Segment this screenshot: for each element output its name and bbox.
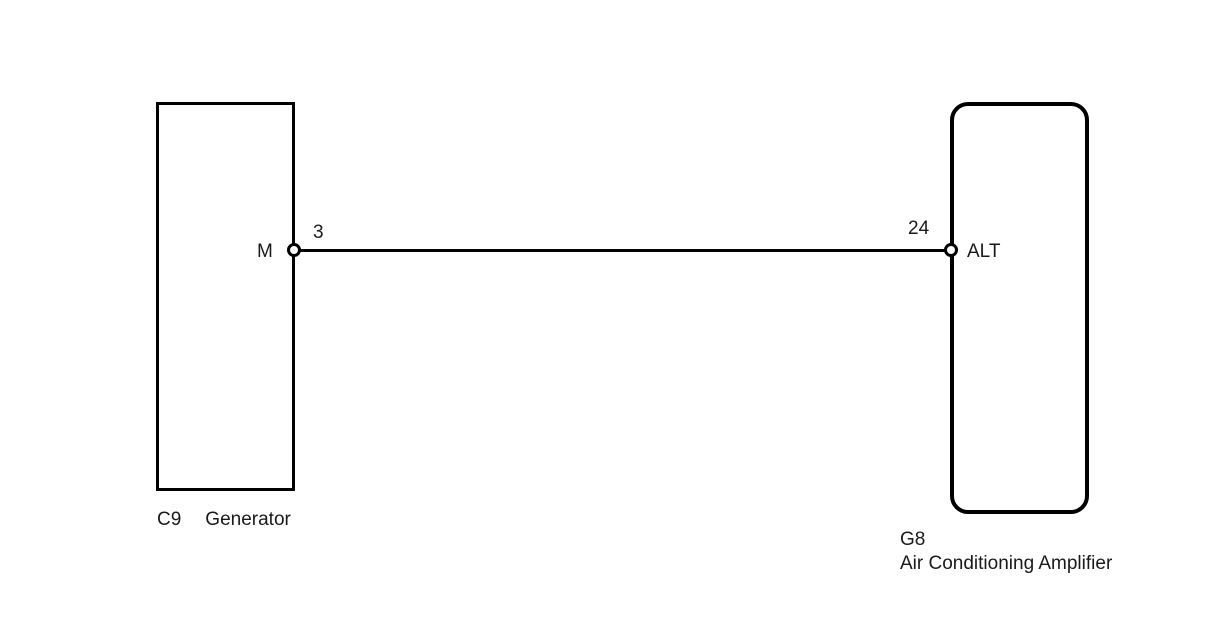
amplifier-name: Air Conditioning Amplifier bbox=[900, 553, 1113, 574]
pin-label-alt: ALT bbox=[967, 241, 1001, 262]
terminal-circle-m-icon bbox=[287, 243, 301, 257]
generator-component-box bbox=[156, 102, 295, 491]
generator-caption: C9 Generator bbox=[157, 508, 291, 532]
generator-name: Generator bbox=[205, 509, 291, 530]
amplifier-connector-id: G8 bbox=[900, 529, 926, 550]
air-conditioning-amplifier-caption: G8 Air Conditioning Amplifier bbox=[900, 528, 1112, 576]
pin-label-m: M bbox=[257, 241, 273, 262]
generator-connector-id: C9 bbox=[157, 509, 182, 530]
air-conditioning-amplifier-component-box bbox=[950, 102, 1089, 514]
wire-m-to-alt bbox=[294, 249, 952, 252]
terminal-number-3: 3 bbox=[313, 222, 324, 243]
terminal-circle-alt-icon bbox=[944, 243, 958, 257]
terminal-number-24: 24 bbox=[908, 218, 930, 239]
